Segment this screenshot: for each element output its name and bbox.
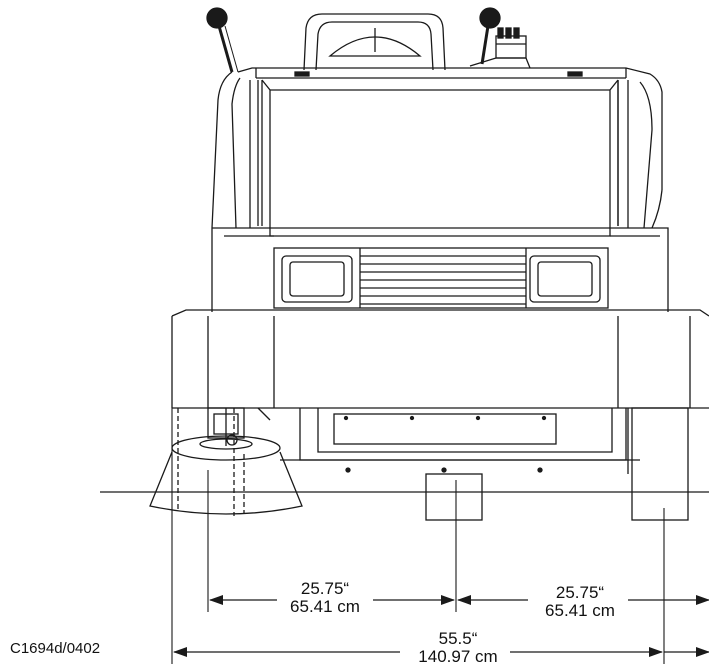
left-inner-cm: 65.41 cm — [290, 597, 360, 616]
right-inner-cm: 65.41 cm — [545, 601, 615, 620]
hood-top — [237, 67, 663, 190]
extension-lines — [171, 408, 665, 664]
overall-inches: 55.5“ — [438, 629, 478, 648]
left-side-panel — [211, 71, 259, 229]
right-inner-dimension-label: 25.75“ 65.41 cm — [532, 584, 628, 620]
side-broom — [149, 407, 303, 516]
dimension-arrows — [173, 595, 709, 657]
front-grille — [273, 247, 609, 309]
left-inner-dimension-label: 25.75“ 65.41 cm — [277, 580, 373, 616]
control-switches — [469, 27, 531, 69]
overall-cm: 140.97 cm — [418, 647, 498, 666]
figure-id: C1694d/0402 — [10, 640, 101, 657]
left-inner-inches: 25.75“ — [300, 579, 350, 598]
front-bumper — [171, 309, 709, 409]
front-panel — [261, 79, 619, 237]
right-control-lever — [479, 7, 501, 65]
right-side-panel — [617, 80, 663, 229]
left-headlight — [281, 255, 353, 303]
left-control-lever — [206, 7, 239, 73]
hopper — [280, 408, 640, 474]
upper-body — [212, 227, 669, 312]
right-wheel — [631, 407, 689, 521]
overall-dimension-label: 55.5“ 140.97 cm — [404, 630, 512, 666]
right-headlight — [529, 255, 601, 303]
center-wheel — [425, 473, 483, 521]
right-inner-inches: 25.75“ — [555, 583, 605, 602]
steering-wheel — [303, 13, 446, 71]
